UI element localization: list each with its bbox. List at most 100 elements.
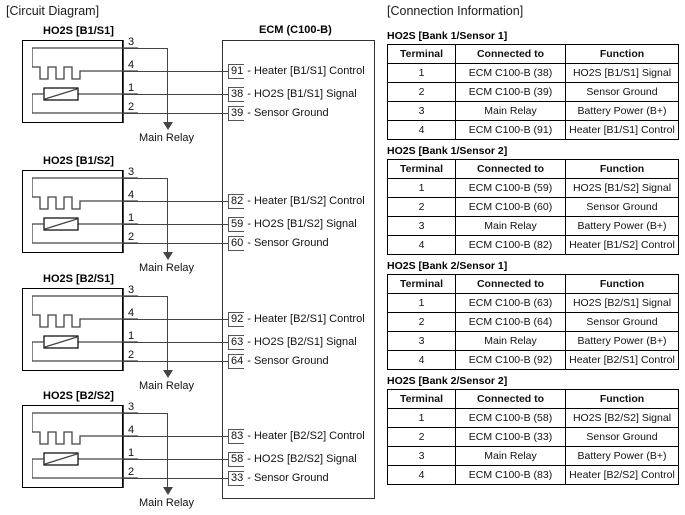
table-cell: Sensor Ground xyxy=(565,312,679,332)
ecm-pin-text: - Sensor Ground xyxy=(247,107,329,119)
signal-wire xyxy=(123,71,228,73)
terminal-number: 1 xyxy=(128,447,135,459)
signal-wire xyxy=(123,459,228,461)
ecm-pin-number: 33 xyxy=(228,471,245,486)
ecm-pin-label: 64- Sensor Ground xyxy=(228,354,329,369)
ecm-pin-number: 92 xyxy=(228,312,245,327)
table-cell: 2 xyxy=(387,197,456,217)
signal-wire xyxy=(123,243,228,245)
ecm-pin-label: 83- Heater [B2/S2] Control xyxy=(228,429,365,444)
sensor-block-title: HO2S [B2/S2] xyxy=(43,390,114,402)
ecm-pin-number: 91 xyxy=(228,64,245,79)
terminal-number: 3 xyxy=(128,284,135,296)
column-header: Function xyxy=(565,389,679,409)
table-cell: Battery Power (B+) xyxy=(565,216,679,236)
sensor-internal-schematic xyxy=(32,412,138,479)
column-header: Connected to xyxy=(455,389,566,409)
table-cell: ECM C100-B (39) xyxy=(455,82,566,102)
ecm-pin-label: 63- HO2S [B2/S1] Signal xyxy=(228,335,357,350)
terminal-column-divider xyxy=(123,40,125,123)
signal-wire xyxy=(123,319,228,321)
table-cell: Main Relay xyxy=(455,216,566,236)
battery-power-wire-vertical xyxy=(167,413,169,490)
circuit-diagram-title: [Circuit Diagram] xyxy=(6,4,100,18)
table-cell: 2 xyxy=(387,312,456,332)
signal-wire xyxy=(123,342,228,344)
signal-wire xyxy=(123,224,228,226)
ecm-pin-label: 58- HO2S [B2/S2] Signal xyxy=(228,452,357,467)
table-cell: Battery Power (B+) xyxy=(565,446,679,466)
terminal-number: 1 xyxy=(128,212,135,224)
ecm-pin-label: 60- Sensor Ground xyxy=(228,236,329,251)
table-cell: HO2S [B2/S1] Signal xyxy=(565,293,679,313)
table-cell: Main Relay xyxy=(455,446,566,466)
table-cell: 1 xyxy=(387,63,456,83)
sensor-internal-schematic xyxy=(32,177,138,244)
circuit-diagram-panel: [Circuit Diagram] ECM (C100-B) HO2S [B1/… xyxy=(6,4,375,509)
battery-power-wire-vertical xyxy=(167,48,169,125)
table-cell: 3 xyxy=(387,101,456,121)
table-cell: Heater [B2/S2] Control xyxy=(565,465,679,485)
table-cell: Main Relay xyxy=(455,331,566,351)
battery-power-wire-vertical xyxy=(167,296,169,373)
table-cell: ECM C100-B (59) xyxy=(455,178,566,198)
table-cell: HO2S [B2/S2] Signal xyxy=(565,408,679,428)
ecm-pin-text: - Sensor Ground xyxy=(247,237,329,249)
table-cell: Sensor Ground xyxy=(565,82,679,102)
ecm-pin-text: - Heater [B1/S2] Control xyxy=(247,195,365,207)
ecm-pin-number: 60 xyxy=(228,236,245,251)
terminal-number: 1 xyxy=(128,330,135,342)
signal-wire xyxy=(123,113,228,115)
ecm-pin-text: - HO2S [B2/S2] Signal xyxy=(247,453,357,465)
ecm-pin-label: 82- Heater [B1/S2] Control xyxy=(228,194,365,209)
table-cell: ECM C100-B (91) xyxy=(455,120,566,140)
table-cell: Main Relay xyxy=(455,101,566,121)
table-cell: ECM C100-B (33) xyxy=(455,427,566,447)
sensor-block-title: HO2S [B1/S2] xyxy=(43,155,114,167)
battery-power-wire xyxy=(123,296,167,298)
table-cell: 4 xyxy=(387,120,456,140)
connection-table-heading: HO2S [Bank 2/Sensor 2] xyxy=(387,375,508,387)
connection-table-heading: HO2S [Bank 1/Sensor 2] xyxy=(387,145,508,157)
table-cell: ECM C100-B (58) xyxy=(455,408,566,428)
table-cell: Heater [B1/S1] Control xyxy=(565,120,679,140)
sensor-internal-schematic xyxy=(32,295,138,362)
column-header: Function xyxy=(565,159,679,179)
ecm-pin-text: - HO2S [B2/S1] Signal xyxy=(247,336,357,348)
ecm-pin-number: 83 xyxy=(228,429,245,444)
main-relay-label: Main Relay xyxy=(139,380,195,392)
table-cell: ECM C100-B (38) xyxy=(455,63,566,83)
main-relay-arrow-icon xyxy=(163,122,173,130)
table-cell: 1 xyxy=(387,293,456,313)
signal-wire xyxy=(123,201,228,203)
table-cell: ECM C100-B (82) xyxy=(455,235,566,255)
column-header: Connected to xyxy=(455,274,566,294)
table-cell: 1 xyxy=(387,408,456,428)
table-cell: ECM C100-B (63) xyxy=(455,293,566,313)
ecm-pin-text: - Heater [B2/S2] Control xyxy=(247,430,365,442)
table-cell: 4 xyxy=(387,465,456,485)
table-cell: 4 xyxy=(387,235,456,255)
main-relay-arrow-icon xyxy=(163,487,173,495)
ho2s-sensor-box xyxy=(22,405,123,488)
table-cell: ECM C100-B (64) xyxy=(455,312,566,332)
column-header: Terminal xyxy=(387,274,456,294)
ecm-pin-text: - Heater [B2/S1] Control xyxy=(247,313,365,325)
ecm-pin-number: 39 xyxy=(228,106,245,121)
table-cell: Sensor Ground xyxy=(565,427,679,447)
ecm-connector-box xyxy=(222,40,375,499)
table-cell: 2 xyxy=(387,82,456,102)
